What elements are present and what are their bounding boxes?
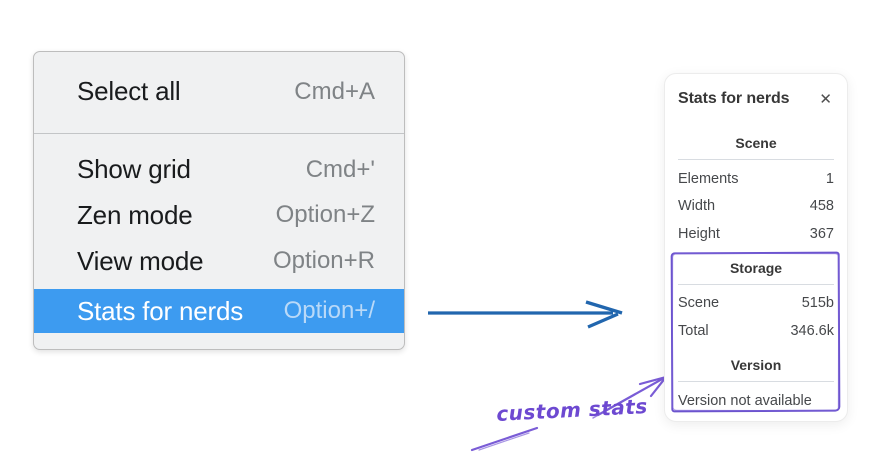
menu-item-shortcut: Option+R <box>272 247 375 274</box>
close-icon: ✕ <box>819 90 832 108</box>
stat-value: 367 <box>809 225 834 242</box>
menu-item-label: Stats for nerds <box>77 295 244 326</box>
menu-item-shortcut: Option+/ <box>283 297 375 324</box>
stat-row-storage-total: Total 346.6k <box>678 317 834 345</box>
custom-stats-arrow <box>470 375 668 452</box>
blue-arrow <box>428 300 623 329</box>
stat-value: 1 <box>825 170 834 187</box>
stat-label: Elements <box>678 170 739 187</box>
section-divider <box>678 283 834 285</box>
stat-value: 458 <box>809 198 834 214</box>
section-divider <box>678 380 834 382</box>
panel-title: Stats for nerds <box>678 90 790 107</box>
stat-label: Width <box>678 198 716 214</box>
stat-label: Scene <box>678 295 720 311</box>
menu-item-show-grid[interactable]: Show grid Cmd+' <box>34 147 404 192</box>
menu-item-label: Select all <box>77 76 181 106</box>
menu-item-stats-for-nerds[interactable]: Stats for nerds Option+/ <box>34 289 404 333</box>
stat-row-storage-scene: Scene 515b <box>678 290 834 318</box>
version-note: Version not available <box>678 392 812 409</box>
context-menu: Select all Cmd+A Show grid Cmd+' Zen mod… <box>33 51 405 350</box>
stat-label: Height <box>678 225 720 242</box>
menu-item-shortcut: Option+Z <box>275 201 375 228</box>
menu-divider <box>34 133 404 134</box>
section-storage: Storage Scene 515b Total 346.6k <box>678 259 834 345</box>
menu-item-shortcut: Cmd+' <box>305 155 375 183</box>
stat-value: 346.6k <box>790 322 834 339</box>
stat-label: Total <box>678 322 709 339</box>
stats-panel: Stats for nerds ✕ Scene Elements 1 Width… <box>664 73 848 422</box>
stat-value: 515b <box>801 295 834 311</box>
section-version: Version Version not available <box>678 356 834 411</box>
section-heading: Storage <box>729 259 783 276</box>
stat-row-height: Height 367 <box>678 220 834 248</box>
section-scene: Scene Elements 1 Width 458 Height 367 <box>678 134 834 248</box>
menu-item-shortcut: Cmd+A <box>294 77 375 105</box>
annotation-label: custom stats <box>495 394 649 426</box>
menu-item-label: View mode <box>77 245 204 276</box>
section-heading: Scene <box>735 135 777 151</box>
stat-row-elements: Elements 1 <box>678 165 834 193</box>
menu-item-label: Show grid <box>77 154 191 184</box>
menu-item-select-all[interactable]: Select all Cmd+A <box>34 69 404 114</box>
stat-row-width: Width 458 <box>678 193 834 221</box>
stats-panel-header: Stats for nerds ✕ <box>678 85 834 113</box>
menu-item-zen-mode[interactable]: Zen mode Option+Z <box>34 192 404 238</box>
section-heading: Version <box>730 356 782 373</box>
section-divider <box>678 159 834 160</box>
menu-item-view-mode[interactable]: View mode Option+R <box>34 238 404 284</box>
close-button[interactable]: ✕ <box>817 90 834 109</box>
menu-item-label: Zen mode <box>77 199 193 230</box>
